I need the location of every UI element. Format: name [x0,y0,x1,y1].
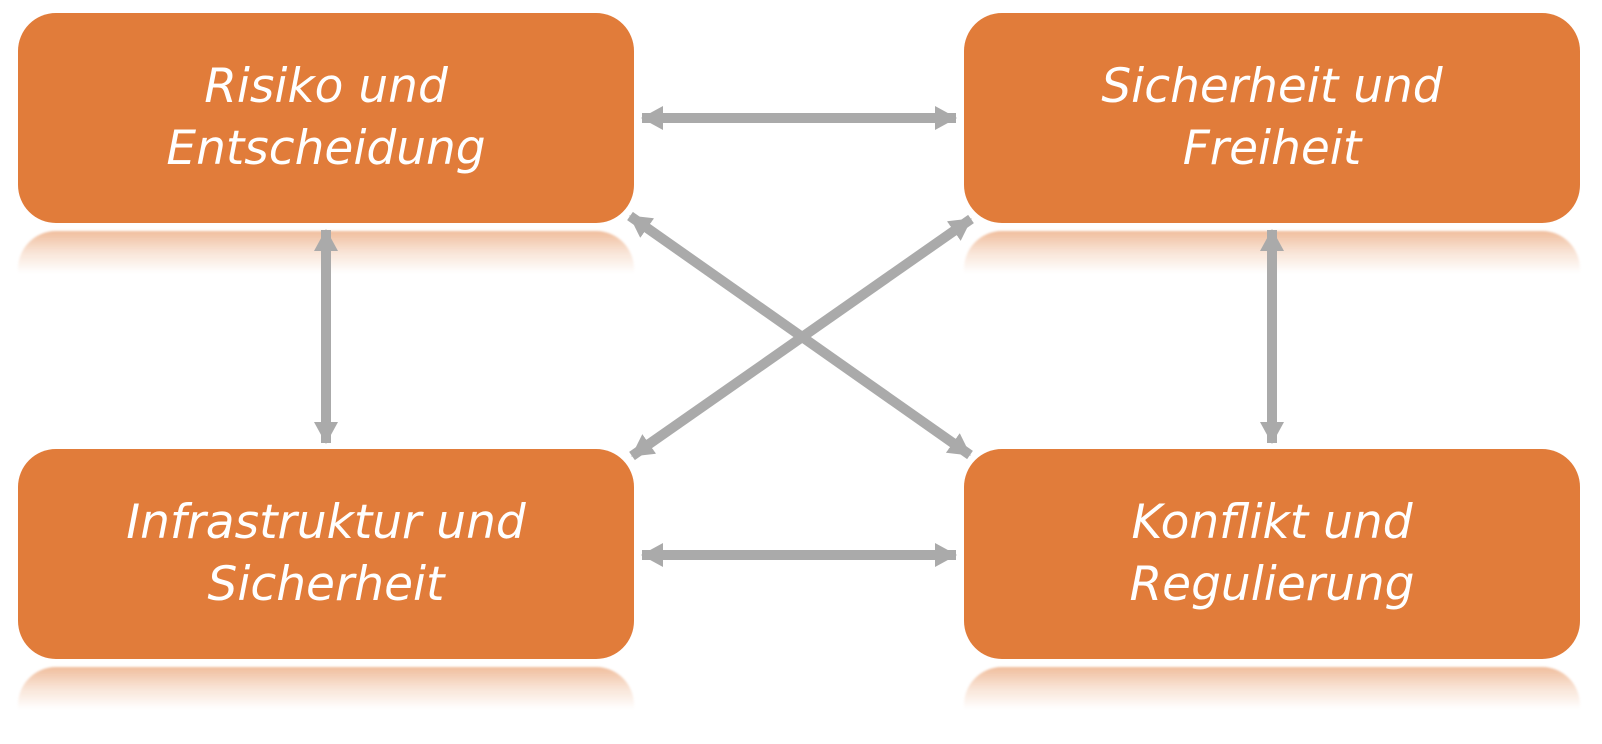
node-risiko-und-entscheidung: Risiko und Entscheidung [18,13,634,223]
node-infrastruktur-und-sicherheit: Infrastruktur und Sicherheit [18,449,634,659]
node-label-line: Risiko und [204,59,448,114]
node-label-line: Infrastruktur und [126,495,526,550]
node-label-line: Freiheit [1182,121,1362,176]
node-konflikt-und-regulierung: Konflikt und Regulierung [964,449,1580,659]
reflection-infrastruktur-sicherheit [18,667,634,715]
edge-risiko-konflikt-diagonal [627,211,973,460]
node-label-line: Entscheidung [166,121,486,176]
node-label-line: Konflikt und [1131,495,1413,550]
edge-sicherheit-infrastruktur-diagonal [629,214,974,461]
node-sicherheit-und-freiheit: Sicherheit und Freiheit [964,13,1580,223]
reflection-risiko-entscheidung [18,231,634,279]
reflection-konflikt-regulierung [964,667,1580,715]
node-label-line: Regulierung [1129,557,1415,612]
node-label-line: Sicherheit [207,557,445,612]
node-label-line: Sicherheit und [1101,59,1443,114]
reflection-sicherheit-freiheit [964,231,1580,279]
